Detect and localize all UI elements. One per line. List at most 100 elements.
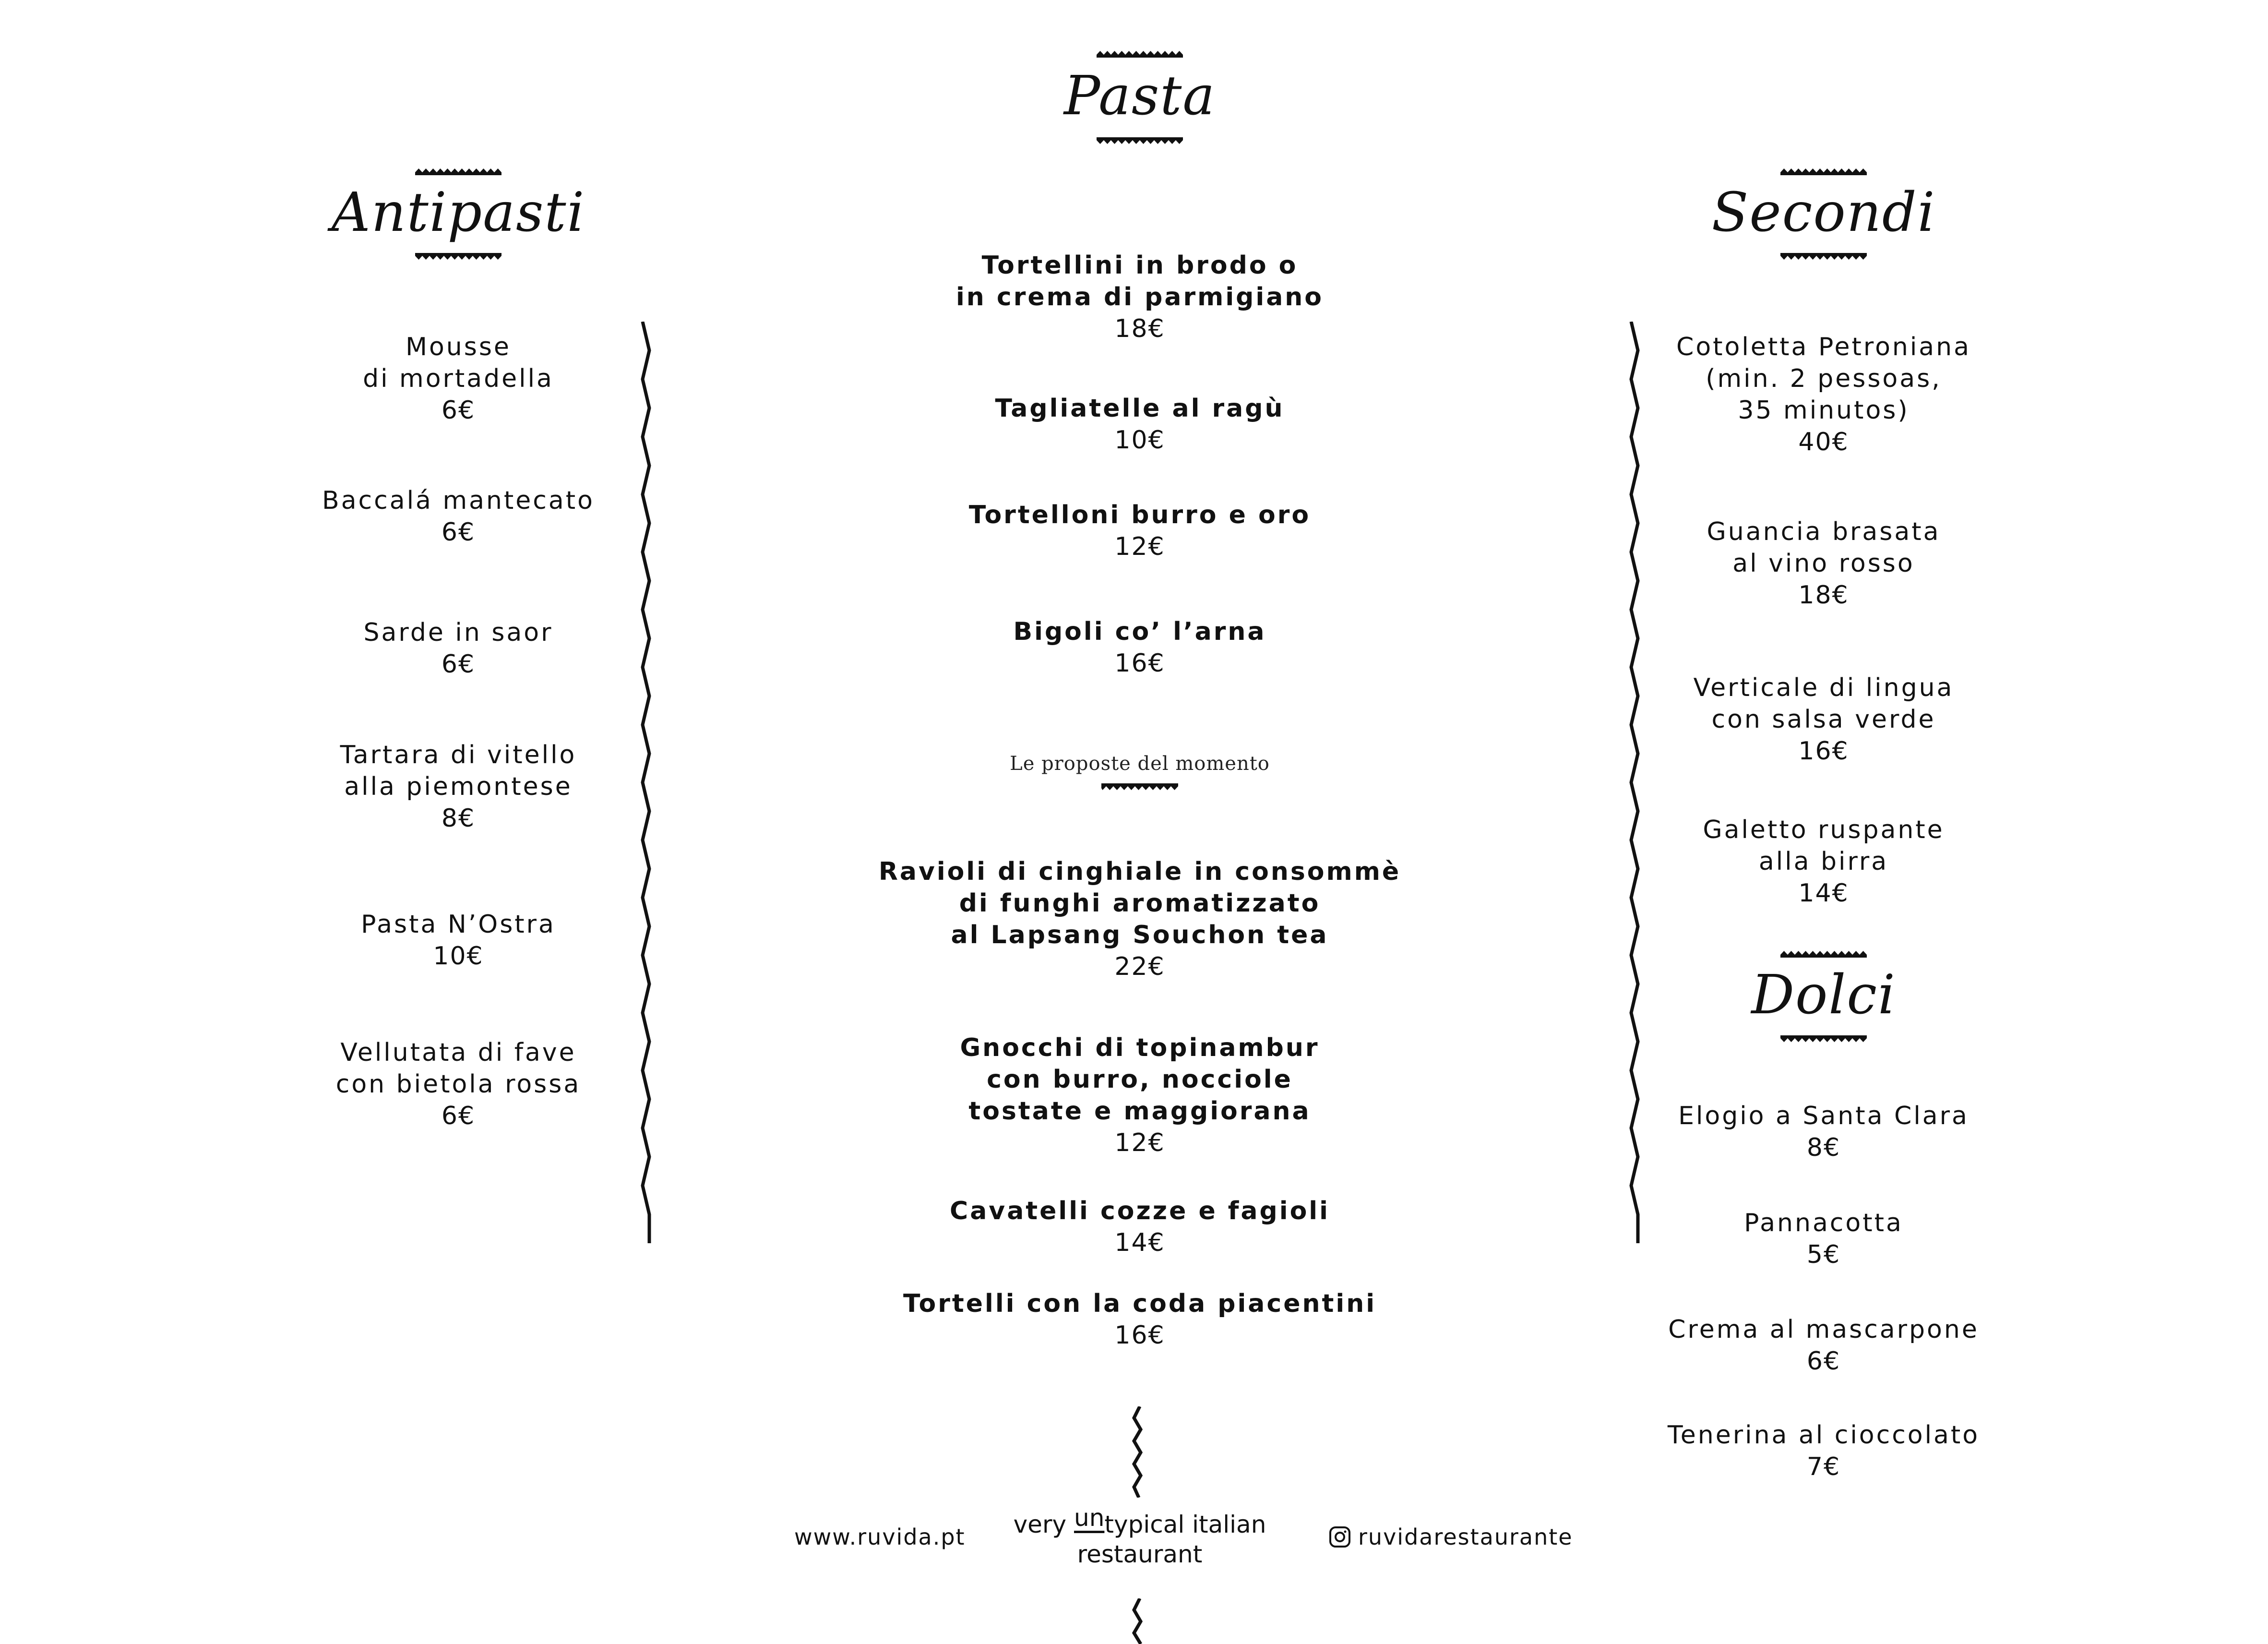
- item-name: Vellutata di fave con bietola rossa: [335, 1038, 581, 1099]
- pasta-column: Pasta Tortellini in brodo o in crema di …: [864, 0, 1416, 1644]
- antipasti-column: Antipasti Mousse di mortadella 6€ Baccal…: [314, 0, 602, 1248]
- zigzag-bottom-ornament: [415, 253, 501, 260]
- item-name: Tagliatelle al ragù: [995, 394, 1285, 423]
- item-price: 10€: [433, 942, 484, 971]
- item-name: Cotoletta Petroniana (min. 2 pessoas, 35…: [1676, 333, 1971, 425]
- footer-top-squiggle: [1132, 1406, 1143, 1498]
- dolci-title: Dolci: [1751, 964, 1896, 1026]
- menu-item: Baccalá mantecato 6€: [314, 485, 602, 548]
- tagline-pre: very: [1013, 1511, 1074, 1538]
- right-zigzag-divider: [1629, 322, 1640, 1243]
- item-name: Crema al mascarpone: [1668, 1315, 1979, 1344]
- secondi-title: Secondi: [1711, 181, 1936, 244]
- footer-bottom-squiggle: [1132, 1598, 1143, 1644]
- item-price: 16€: [1114, 1321, 1165, 1350]
- item-name: Gnocchi di topinambur con burro, nocciol…: [960, 1033, 1320, 1126]
- item-name: Tortellini in brodo o in crema di parmig…: [955, 251, 1324, 312]
- item-price: 6€: [441, 1102, 476, 1130]
- item-name: Pannacotta: [1744, 1209, 1903, 1237]
- menu-item: Cavatelli cozze e fagioli 14€: [864, 1195, 1416, 1259]
- menu-item: Elogio a Santa Clara 8€: [1656, 1100, 1992, 1164]
- item-name: Tortelli con la coda piacentini: [903, 1289, 1377, 1318]
- item-price: 12€: [1114, 532, 1165, 561]
- zigzag-bottom-ornament: [1780, 1035, 1867, 1042]
- zigzag-top-ornament: [1780, 168, 1867, 175]
- item-name: Mousse di mortadella: [363, 333, 554, 393]
- tagline-post: typical italian: [1104, 1511, 1266, 1538]
- menu-item: Tortelli con la coda piacentini 16€: [864, 1288, 1416, 1351]
- menu-item: Tenerina al cioccolato 7€: [1656, 1419, 1992, 1483]
- tagline-line-1: very untypical italian: [984, 1504, 1296, 1539]
- zigzag-bottom-ornament: [1097, 137, 1183, 144]
- menu-item: Tortelloni burro e oro 12€: [864, 499, 1416, 563]
- item-price: 18€: [1114, 314, 1165, 343]
- item-price: 16€: [1798, 737, 1849, 766]
- instagram-link[interactable]: ruvidarestaurante: [1328, 1524, 1573, 1550]
- menu-item: Tartara di vitello alla piemontese 8€: [314, 739, 602, 834]
- item-name: Tartara di vitello alla piemontese: [340, 741, 577, 801]
- menu-item: Ravioli di cinghiale in consommè di fung…: [864, 856, 1416, 983]
- item-price: 16€: [1114, 649, 1165, 678]
- menu-item: Pannacotta 5€: [1656, 1207, 1992, 1271]
- item-price: 6€: [441, 650, 476, 679]
- item-name: Guancia brasata al vino rosso: [1707, 517, 1941, 578]
- zigzag-top-ornament: [415, 168, 501, 175]
- menu-item: Crema al mascarpone 6€: [1656, 1314, 1992, 1377]
- left-zigzag-divider: [641, 322, 651, 1243]
- secondi-header: Secondi: [1656, 166, 1992, 263]
- item-name: Bigoli co’ l’arna: [1013, 617, 1266, 646]
- website-link[interactable]: www.ruvida.pt: [794, 1524, 966, 1550]
- item-price: 14€: [1798, 879, 1849, 908]
- item-price: 12€: [1114, 1128, 1165, 1157]
- item-name: Baccalá mantecato: [322, 486, 595, 515]
- item-name: Pasta N’Ostra: [361, 910, 556, 939]
- zigzag-bottom-ornament: [1780, 253, 1867, 260]
- item-name: Elogio a Santa Clara: [1678, 1102, 1969, 1130]
- secondi-column: Secondi Cotoletta Petroniana (min. 2 pes…: [1656, 0, 1992, 1644]
- menu-item: Tortellini in brodo o in crema di parmig…: [864, 250, 1416, 345]
- item-name: Ravioli di cinghiale in consommè di fung…: [878, 857, 1401, 949]
- menu-item: Mousse di mortadella 6€: [314, 331, 602, 426]
- item-price: 8€: [1806, 1133, 1841, 1162]
- item-price: 8€: [441, 804, 476, 833]
- item-price: 6€: [441, 518, 476, 547]
- item-price: 14€: [1114, 1228, 1165, 1257]
- zigzag-top-ornament: [1097, 51, 1183, 58]
- item-price: 6€: [1806, 1347, 1841, 1376]
- item-price: 7€: [1806, 1452, 1841, 1481]
- pasta-header: Pasta: [864, 48, 1416, 147]
- item-price: 5€: [1806, 1240, 1841, 1269]
- instagram-handle: ruvidarestaurante: [1358, 1524, 1573, 1550]
- instagram-icon: [1329, 1526, 1350, 1548]
- tagline-un: un: [1074, 1504, 1105, 1532]
- item-price: 40€: [1798, 428, 1849, 456]
- menu-item: Galetto ruspante alla birra 14€: [1656, 814, 1992, 909]
- item-name: Cavatelli cozze e fagioli: [950, 1197, 1330, 1225]
- antipasti-title: Antipasti: [331, 181, 585, 244]
- dolci-header: Dolci: [1656, 948, 1992, 1045]
- tagline-line-2: restaurant: [1077, 1540, 1203, 1568]
- menu-item: Gnocchi di topinambur con burro, nocciol…: [864, 1032, 1416, 1159]
- item-price: 6€: [441, 396, 476, 425]
- menu-item: Sarde in saor 6€: [314, 617, 602, 680]
- pasta-title: Pasta: [1063, 65, 1216, 127]
- antipasti-header: Antipasti: [314, 166, 602, 263]
- item-price: 18€: [1798, 581, 1849, 610]
- tagline: very untypical italian restaurant: [984, 1504, 1296, 1569]
- menu-item: Verticale di lingua con salsa verde 16€: [1656, 672, 1992, 767]
- item-name: Galetto ruspante alla birra: [1703, 816, 1945, 876]
- item-name: Tortelloni burro e oro: [968, 501, 1311, 529]
- menu-item: Tagliatelle al ragù 10€: [864, 393, 1416, 456]
- menu-item: Bigoli co’ l’arna 16€: [864, 616, 1416, 679]
- momento-heading: Le proposte del momento: [1010, 753, 1270, 775]
- item-price: 22€: [1114, 952, 1165, 981]
- item-name: Sarde in saor: [363, 618, 553, 647]
- zigzag-top-ornament: [1780, 951, 1867, 958]
- zigzag-bottom-ornament: [1101, 783, 1178, 790]
- menu-item: Vellutata di fave con bietola rossa 6€: [314, 1037, 602, 1132]
- menu-item: Cotoletta Petroniana (min. 2 pessoas, 35…: [1656, 331, 1992, 458]
- item-name: Verticale di lingua con salsa verde: [1693, 673, 1954, 734]
- momento-subheading: Le proposte del momento: [864, 753, 1416, 792]
- menu-item: Guancia brasata al vino rosso 18€: [1656, 516, 1992, 611]
